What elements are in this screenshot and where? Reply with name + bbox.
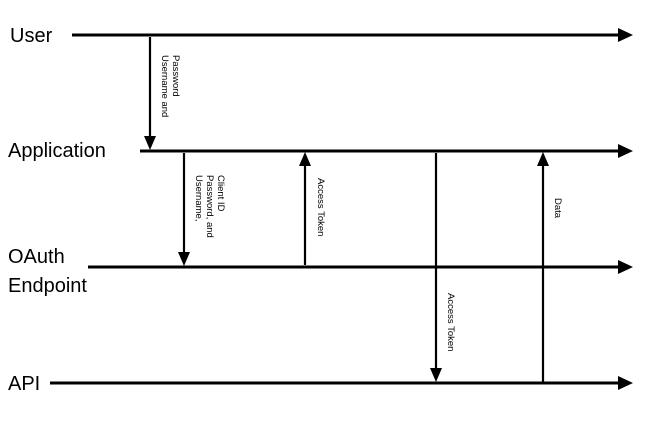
message-data: Data xyxy=(537,152,563,382)
message-label-data: Data xyxy=(552,198,563,219)
message-arrow-up-icon xyxy=(537,152,549,166)
message-label-access-token-to-api: Access Token xyxy=(445,293,456,351)
message-arrow-down-icon xyxy=(144,136,156,150)
message-access-token-to-api: Access Token xyxy=(430,153,456,382)
lane-label-oauth-endpoint: OAuth Endpoint xyxy=(8,246,87,297)
lane-api: API xyxy=(8,373,633,395)
lane-arrow-api xyxy=(618,376,633,390)
lane-label-user: User xyxy=(10,25,53,47)
lane-application: Application xyxy=(8,140,633,162)
lane-label-api: API xyxy=(8,373,40,395)
message-arrow-down-icon xyxy=(178,252,190,266)
message-label-access-token-to-application: Access Token xyxy=(315,178,326,236)
message-label-username-password-clientid: Username, Password, and Client ID xyxy=(193,175,226,240)
lane-oauth-endpoint: OAuth Endpoint xyxy=(8,246,633,297)
message-username-password-clientid: Username, Password, and Client ID xyxy=(178,153,226,266)
message-arrow-down-icon xyxy=(430,368,442,382)
message-username-password: Username and Password xyxy=(144,37,181,150)
message-arrow-up-icon xyxy=(299,152,311,166)
lane-arrow-oauth-endpoint xyxy=(618,260,633,274)
lane-arrow-application xyxy=(618,144,633,158)
message-label-username-password: Username and Password xyxy=(159,55,181,120)
lane-arrow-user xyxy=(618,28,633,42)
lane-user: User xyxy=(10,25,633,47)
message-access-token-to-application: Access Token xyxy=(299,152,326,265)
lane-label-application: Application xyxy=(8,140,106,162)
